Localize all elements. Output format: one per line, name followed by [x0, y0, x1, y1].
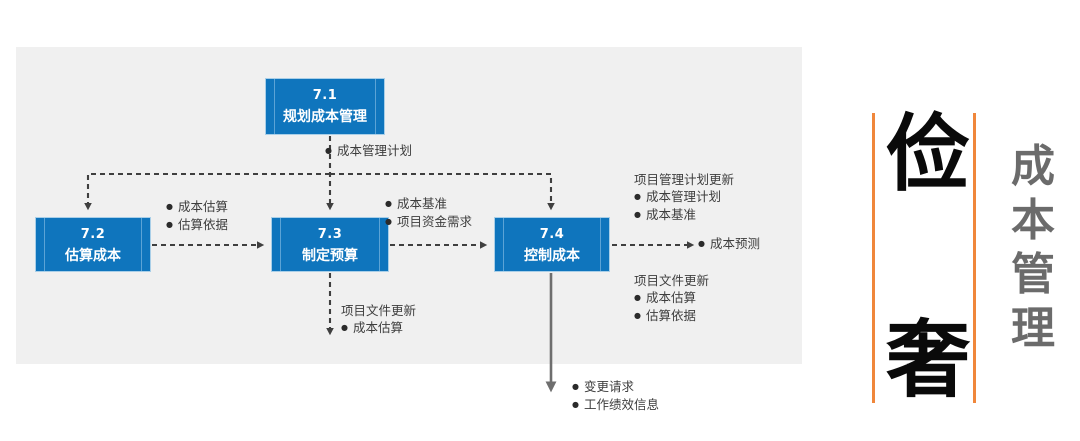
box-title: 规划成本管理 [283, 109, 367, 125]
process-box-7-3[interactable]: 7.3 制定预算 [271, 217, 389, 272]
process-box-7-4[interactable]: 7.4 控制成本 [494, 217, 610, 272]
annotation-item: 估算依据 [634, 308, 709, 326]
emblem-character-bottom: 奢 [885, 311, 970, 409]
box-number: 7.1 [312, 88, 338, 103]
box-divider-left [274, 79, 275, 134]
vertical-title: 成本管理 [998, 140, 1068, 356]
annotation-item: 工作绩效信息 [572, 397, 659, 415]
annotation-item: 成本估算 [341, 320, 416, 338]
annotation-header: 项目文件更新 [634, 273, 710, 288]
box-divider-left [44, 218, 45, 271]
vertical-title-char: 成 [1011, 141, 1055, 192]
annotation-budget-document-updates: 项目文件更新 成本估算 [341, 303, 416, 338]
annotation-header: 项目管理计划更新 [634, 172, 735, 187]
accent-rule-left [872, 113, 875, 403]
annotation-document-updates: 项目文件更新 成本估算 估算依据 [634, 273, 709, 326]
annotation-pm-plan-updates: 项目管理计划更新 成本管理计划 成本基准 [634, 172, 734, 225]
annotation-header: 项目文件更新 [341, 303, 417, 318]
box-divider-left [280, 218, 281, 271]
annotation-estimate-outputs: 成本估算 估算依据 [166, 199, 228, 235]
box-number: 7.2 [80, 227, 106, 242]
box-divider-right [379, 218, 380, 271]
box-divider-right [141, 218, 142, 271]
box-divider-left [503, 218, 504, 271]
annotation-item: 成本基准 [634, 207, 734, 225]
annotation-item: 成本估算 [634, 290, 709, 308]
annotation-item: 成本管理计划 [634, 189, 734, 207]
annotation-item: 估算依据 [166, 217, 228, 235]
box-divider-right [600, 218, 601, 271]
process-box-7-1[interactable]: 7.1 规划成本管理 [265, 78, 385, 135]
box-number: 7.4 [539, 227, 565, 242]
annotation-cost-forecast: 成本预测 [698, 236, 760, 254]
box-number: 7.3 [317, 227, 343, 242]
accent-rule-right [973, 113, 976, 403]
box-title: 控制成本 [524, 248, 580, 264]
box-title: 估算成本 [65, 248, 121, 264]
process-box-7-2[interactable]: 7.2 估算成本 [35, 217, 151, 272]
annotation-item: 成本基准 [385, 196, 472, 214]
emblem-character-top: 俭 [885, 105, 970, 203]
annotation-item: 成本估算 [166, 199, 228, 217]
annotation-control-outputs: 变更请求 工作绩效信息 [572, 379, 659, 415]
annotation-budget-outputs: 成本基准 项目资金需求 [385, 196, 472, 232]
vertical-title-char: 本 [1011, 195, 1055, 246]
annotation-item: 项目资金需求 [385, 214, 472, 232]
vertical-title-char: 管 [1011, 249, 1055, 300]
annotation-item: 变更请求 [572, 379, 659, 397]
title-panel: 俭 奢 成本管理 [860, 50, 1075, 403]
annotation-cost-management-plan: 成本管理计划 [325, 143, 412, 161]
vertical-title-char: 理 [1011, 303, 1055, 354]
box-divider-right [375, 79, 376, 134]
box-title: 制定预算 [302, 248, 358, 264]
